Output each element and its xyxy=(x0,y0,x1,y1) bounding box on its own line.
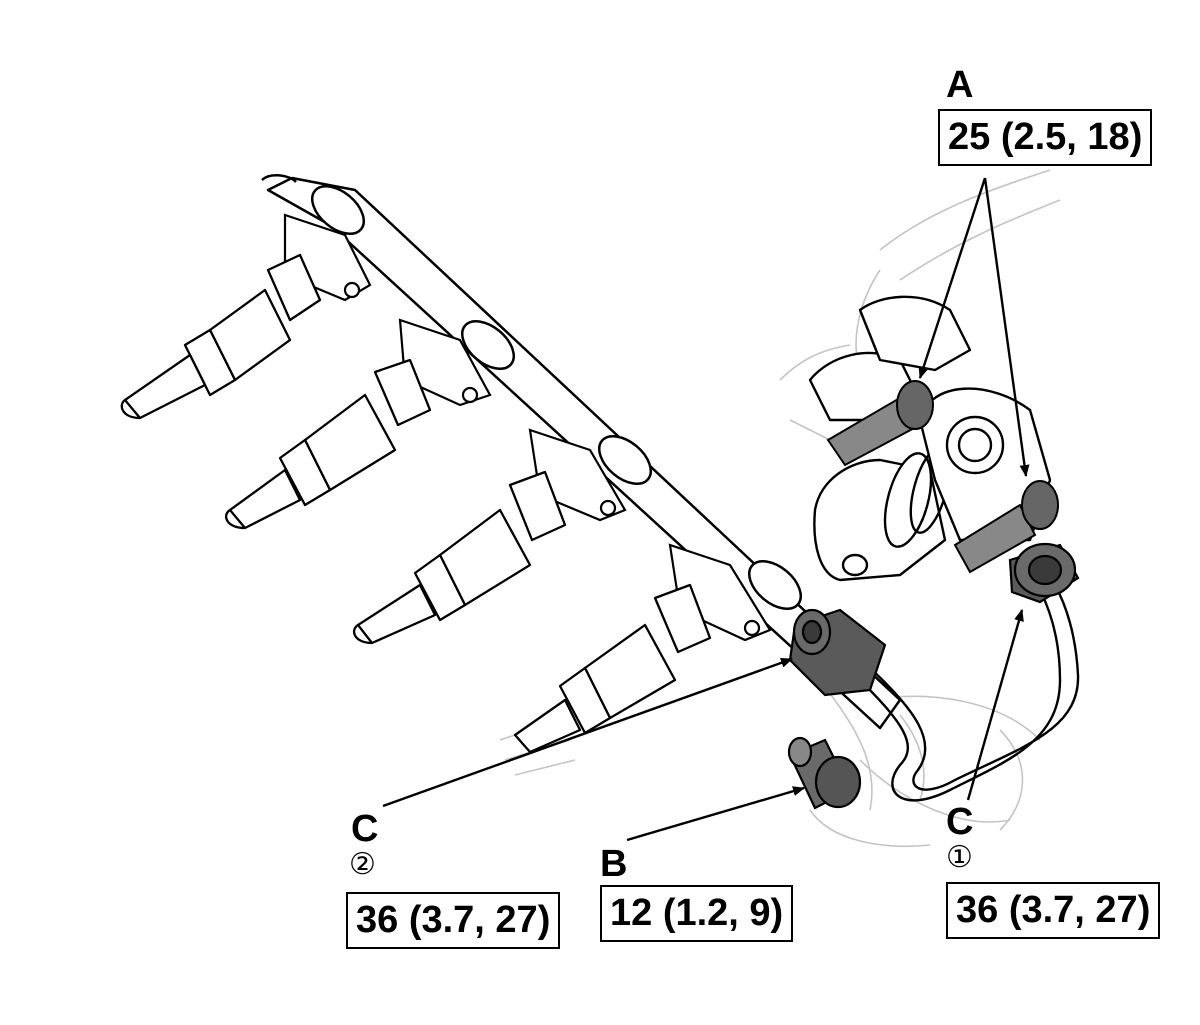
leader-b xyxy=(626,786,805,842)
fuel-injector-3 xyxy=(353,470,567,645)
callout-b-letter: B xyxy=(600,843,628,885)
leader-lines xyxy=(382,177,1030,842)
high-pressure-fuel-pipe xyxy=(859,584,1080,802)
leader-c2 xyxy=(382,657,793,808)
callout-c1-index: ① xyxy=(946,840,973,875)
callout-c1-letter: C xyxy=(946,801,974,843)
callout-c2-index: ② xyxy=(349,847,376,882)
leader-a-right xyxy=(983,177,1030,477)
callout-c2-letter: C xyxy=(351,808,379,850)
flare-nut-c2 xyxy=(788,608,887,697)
leader-c1 xyxy=(966,609,1024,801)
callout-c2-torque-box: 36 (3.7, 27) xyxy=(346,892,561,949)
fuel-injectors xyxy=(120,253,712,754)
pump-mounting-bolts-a xyxy=(826,380,1059,574)
fuel-injector-4 xyxy=(513,583,712,754)
flare-nut-c1 xyxy=(1008,542,1080,604)
callout-c1-torque-box: 36 (3.7, 27) xyxy=(946,882,1161,939)
callout-a-torque-box: 25 (2.5, 18) xyxy=(938,109,1153,166)
callout-b-torque-box: 12 (1.2, 9) xyxy=(600,885,794,942)
fuel-injector-1 xyxy=(120,253,322,420)
leader-a-left xyxy=(918,177,987,379)
bracket-bolt-b xyxy=(787,736,862,810)
callout-a-letter: A xyxy=(946,64,974,106)
fuel-injector-2 xyxy=(225,358,432,530)
